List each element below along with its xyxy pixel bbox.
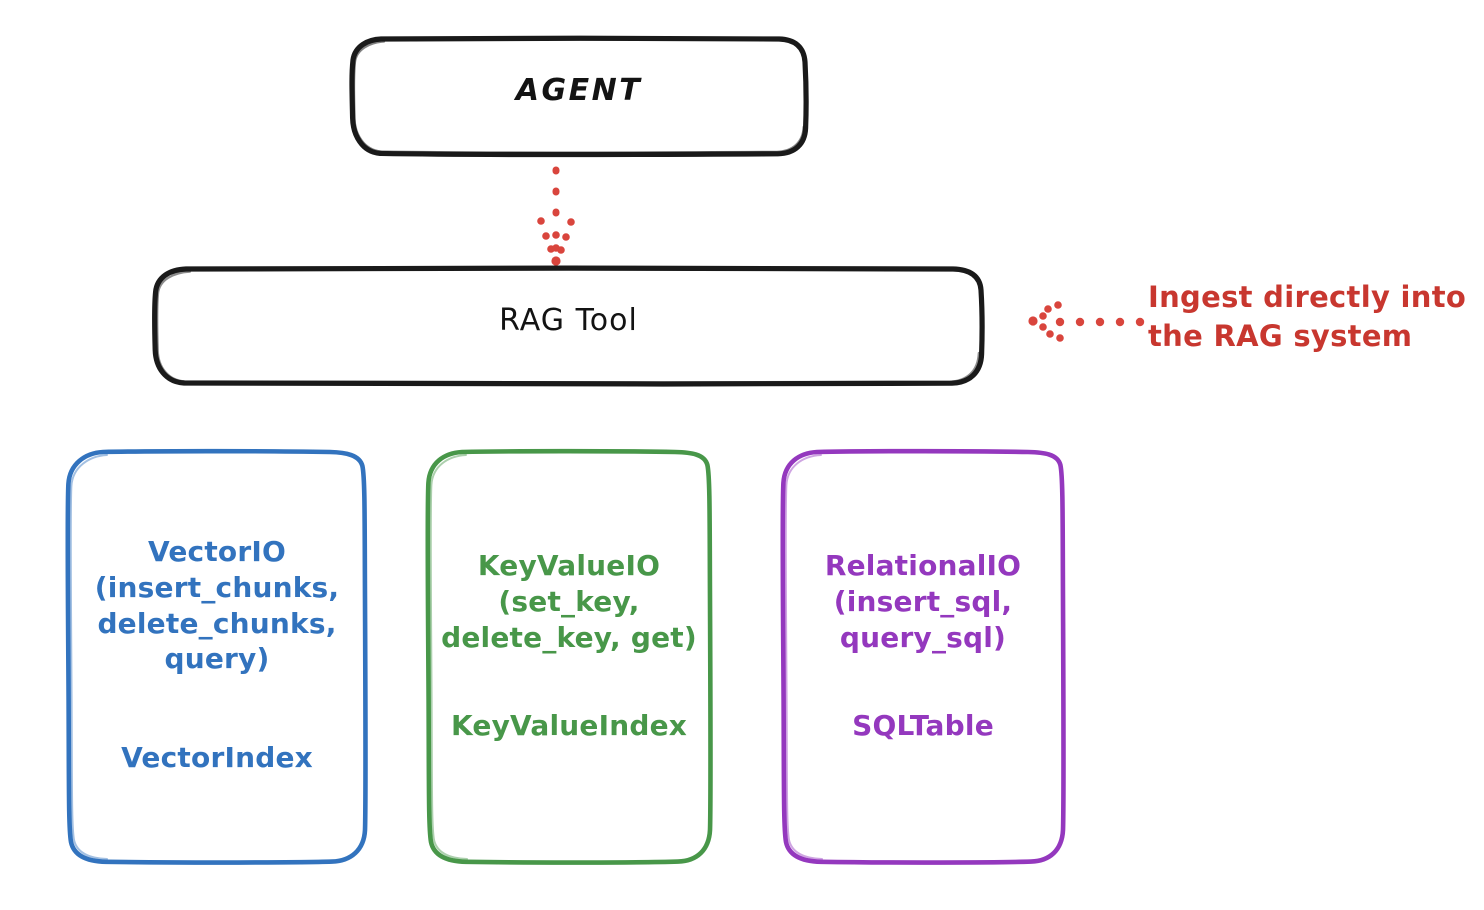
- rag-tool-box-outline: [151, 265, 985, 387]
- keyvalue-io-node[interactable]: [425, 448, 713, 865]
- keyvalue-io-api-label: KeyValueIO (set_key, delete_key, get): [441, 549, 697, 654]
- edge-ingest-into-rag: [1028, 301, 1145, 342]
- relational-io-box-outline-sketch: [784, 454, 823, 860]
- relational-io-node[interactable]: [780, 448, 1066, 865]
- arrowhead-down-icon: [537, 217, 575, 266]
- dotted-line-horizontal: [1055, 317, 1145, 327]
- relational-io-box-outline: [780, 448, 1066, 865]
- agent-node[interactable]: [349, 35, 809, 158]
- edge-agent-to-rag-tool: [537, 166, 575, 266]
- rag-tool-node-label: RAG Tool: [499, 303, 638, 338]
- agent-box-outline: [349, 35, 809, 158]
- rag-tool-box-outline-sketch: [156, 270, 980, 384]
- vector-io-box-outline-sketch: [69, 454, 108, 860]
- keyvalue-io-box-outline: [425, 448, 713, 865]
- vector-io-node[interactable]: [65, 448, 368, 865]
- vector-io-api-label: VectorIO (insert_chunks, delete_chunks, …: [94, 535, 340, 676]
- vector-io-box-outline: [65, 448, 368, 865]
- relational-sqltable-label: SQLTable: [852, 709, 994, 742]
- ingest-annotation-text: Ingest directly into the RAG system: [1148, 280, 1467, 354]
- agent-box-outline-sketch: [352, 40, 805, 154]
- arrowhead-left-icon: [1028, 301, 1064, 342]
- keyvalue-io-box-outline-sketch: [429, 454, 468, 860]
- agent-node-label: AGENT: [515, 73, 643, 108]
- relational-io-api-label: RelationalIO (insert_sql, query_sql): [824, 549, 1022, 654]
- keyvalue-index-label: KeyValueIndex: [450, 709, 688, 742]
- rag-tool-node[interactable]: [151, 265, 985, 387]
- vector-index-label: VectorIndex: [121, 741, 313, 774]
